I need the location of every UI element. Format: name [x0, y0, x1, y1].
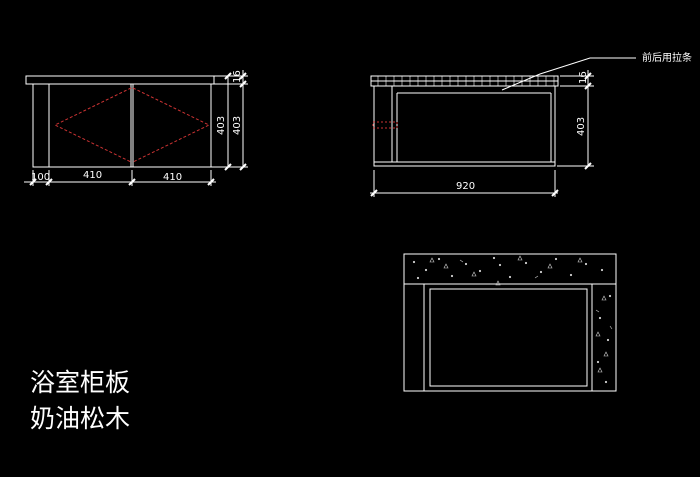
- plan-cabinet-left-panel: [403, 283, 425, 392]
- side-countertop-hatch: [377, 76, 555, 86]
- drawing-title-line-2: 奶油松木: [30, 404, 130, 433]
- front-dim-tick-1: [29, 178, 37, 186]
- side-right-tick-1: [584, 72, 592, 80]
- front-right-tick-5: [239, 163, 247, 171]
- front-right-tick-4: [239, 80, 247, 88]
- plan-outer: [403, 253, 617, 392]
- plan-view: [403, 253, 617, 392]
- drawing-title-line-1: 浴室柜板: [30, 368, 130, 397]
- front-dim-right-door-width: 410: [163, 172, 182, 183]
- front-dim-left-door-width: 410: [83, 170, 102, 181]
- plan-opening-outer: [423, 283, 593, 392]
- front-dim-height-inner: 403: [232, 116, 243, 135]
- side-bottom-tick-2: [551, 189, 559, 197]
- side-bottom-tick-1: [370, 189, 378, 197]
- front-dim-side-width: 100: [31, 172, 50, 183]
- front-left-door-swing: [53, 87, 132, 163]
- side-note-label: 前后用拉条: [642, 51, 692, 64]
- front-dim-height-outer: 403: [216, 116, 227, 135]
- side-right-tick-2: [584, 82, 592, 90]
- front-countertop: [25, 75, 215, 85]
- side-dim-height: 403: [576, 117, 587, 136]
- front-cabinet-body: [32, 83, 212, 168]
- front-right-tick-3: [239, 72, 247, 80]
- side-right-tick-3: [584, 162, 592, 170]
- front-right-tick-2: [224, 163, 232, 171]
- front-dim-top-thickness: 16: [232, 70, 243, 83]
- side-elevation-view: [370, 57, 636, 197]
- front-dim-tick-4: [207, 178, 215, 186]
- plan-stone-hatch: [412, 255, 613, 384]
- plan-inner-top-band: [404, 254, 616, 284]
- front-right-tick-1: [224, 72, 232, 80]
- side-note-leader: [501, 57, 636, 91]
- front-elevation-view: [24, 70, 248, 186]
- front-dim-tick-2: [45, 178, 53, 186]
- front-dim-tick-3: [128, 178, 136, 186]
- side-dim-top-thickness: 16: [578, 71, 589, 84]
- side-dim-length: 920: [456, 181, 475, 192]
- side-red-marker: [372, 121, 398, 129]
- side-cabinet-body: [373, 85, 556, 167]
- front-right-door-swing: [132, 87, 211, 163]
- plan-opening-inner: [429, 288, 588, 387]
